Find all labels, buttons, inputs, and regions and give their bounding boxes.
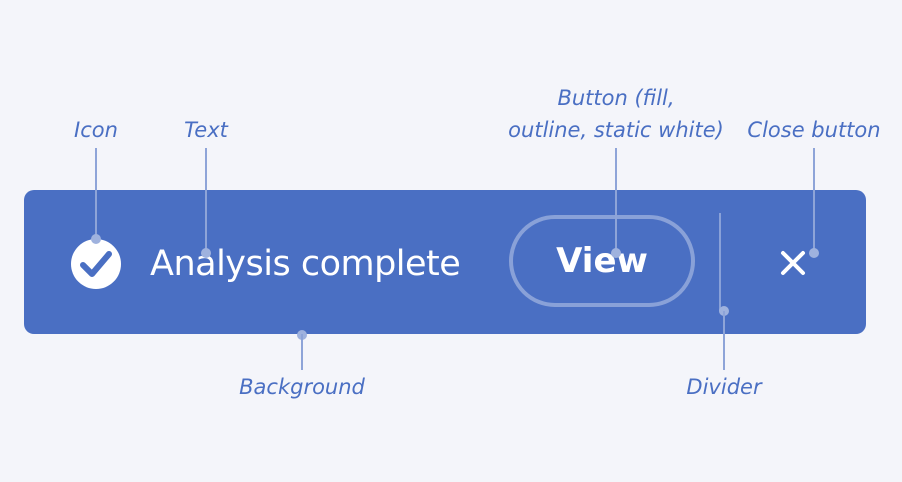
annotation-icon-label: Icon: [74, 118, 118, 142]
annotation-background-label: Background: [239, 375, 365, 399]
annotation-text-dot: [201, 248, 211, 258]
annotation-close-label: Close button: [747, 118, 881, 142]
close-icon: [781, 251, 805, 275]
toast-text: Analysis complete: [150, 244, 461, 284]
annotation-button-label-line2: outline, static white): [508, 118, 724, 142]
toast-divider: [719, 213, 721, 311]
annotation-text-label: Text: [184, 118, 228, 142]
annotation-close-dot: [809, 248, 819, 258]
annotation-divider-leader: [723, 311, 725, 370]
annotation-button-dot: [611, 248, 621, 258]
annotation-background-leader: [301, 334, 303, 370]
close-button[interactable]: [776, 246, 810, 280]
annotation-divider-label: Divider: [686, 375, 762, 399]
view-button[interactable]: View: [509, 215, 695, 307]
checkmark-circle-icon: [71, 239, 121, 289]
annotation-button-label-line1: Button (fill,: [557, 86, 675, 110]
annotation-icon-dot: [91, 234, 101, 244]
annotation-close-leader: [813, 148, 815, 250]
annotation-icon-leader: [95, 148, 97, 239]
annotation-button-leader: [615, 148, 617, 250]
annotation-text-leader: [205, 148, 207, 250]
